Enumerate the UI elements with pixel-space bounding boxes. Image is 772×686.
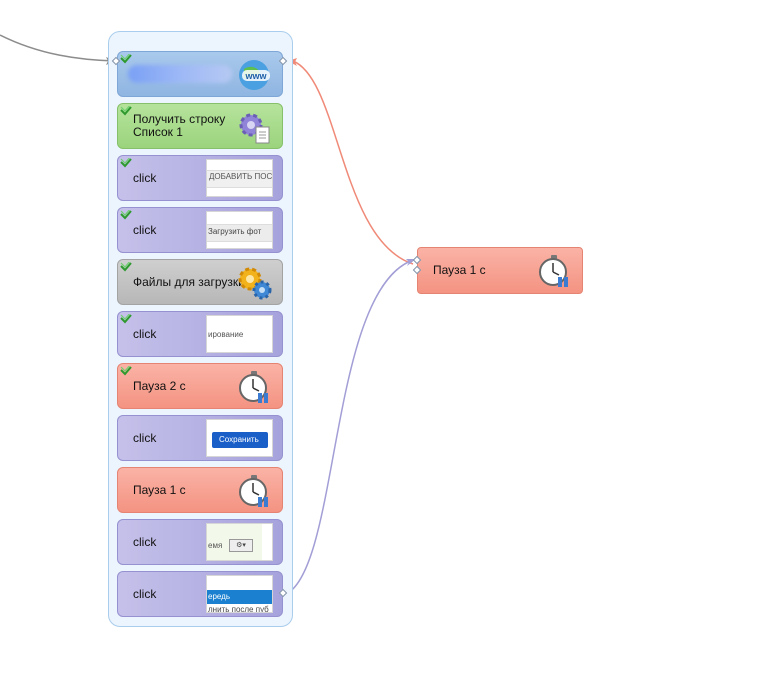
click-block-11[interactable]: click ередь лнить после пуб [117, 571, 283, 617]
gear-document-icon [239, 113, 270, 144]
element-screenshot-thumbnail: Загрузить фот [206, 211, 273, 249]
stopwatch-icon [239, 371, 268, 403]
thumb-top-text: ередь [208, 592, 231, 601]
element-screenshot-thumbnail: ирование [206, 315, 273, 353]
get-string-block-2[interactable]: Получить строку Список 1 [117, 103, 283, 149]
thumb-text: Сохранить [219, 435, 259, 444]
block-label: Получить строку Список 1 [133, 112, 226, 139]
check-icon [120, 262, 132, 272]
block-label: click [133, 326, 157, 341]
thumb-text: ДОБАВИТЬ ПОС [209, 172, 273, 181]
upload-files-block-5[interactable]: Файлы для загрузки [117, 259, 283, 305]
gears-icon [238, 267, 272, 300]
check-icon [120, 158, 132, 168]
block-label: click [133, 222, 157, 237]
element-screenshot-thumbnail: ДОБАВИТЬ ПОС [206, 159, 273, 197]
click-block-3[interactable]: click ДОБАВИТЬ ПОС [117, 155, 283, 201]
block-label: Пауза 1 с [133, 482, 186, 497]
block-label: click [133, 170, 157, 185]
block-label: click [133, 534, 157, 549]
check-icon [120, 314, 132, 324]
block-label: click [133, 430, 157, 445]
thumb-text: емя [208, 541, 223, 550]
block-label: click [133, 586, 157, 601]
svg-text:www: www [244, 71, 267, 81]
click-block-8[interactable]: click Сохранить [117, 415, 283, 461]
check-icon [120, 210, 132, 220]
stopwatch-icon [239, 475, 268, 507]
standalone-pause-label: Пауза 1 с [433, 263, 486, 277]
incoming-wire [0, 34, 116, 62]
thumb-text: ирование [208, 330, 244, 339]
block-label: Файлы для загрузки [133, 274, 245, 289]
wire-click-to-pause [287, 259, 414, 594]
redacted-url [128, 65, 232, 83]
pause-block-9[interactable]: Пауза 1 с [117, 467, 283, 513]
block-label: Пауза 2 с [133, 378, 186, 393]
settings-dropdown-icon: ⚙▾ [229, 539, 253, 552]
check-icon [120, 366, 132, 376]
www-globe-icon: www [239, 60, 270, 90]
standalone-pause-block[interactable]: Пауза 1 с [417, 247, 583, 294]
stopwatch-icon [539, 255, 568, 287]
pause-block-7[interactable]: Пауза 2 с [117, 363, 283, 409]
element-screenshot-thumbnail: Сохранить [206, 419, 273, 457]
click-block-4[interactable]: click Загрузить фот [117, 207, 283, 253]
element-screenshot-thumbnail: емя ⚙▾ [206, 523, 273, 561]
wire-url-to-pause [292, 60, 414, 265]
check-icon [120, 106, 132, 116]
thumb-text: Загрузить фот [208, 227, 262, 236]
open-url-block-1[interactable]: www [117, 51, 283, 97]
element-screenshot-thumbnail: ередь лнить после пуб [206, 575, 273, 613]
click-block-10[interactable]: click емя ⚙▾ [117, 519, 283, 565]
check-icon [120, 54, 132, 64]
thumb-text: лнить после пуб [208, 605, 269, 613]
click-block-6[interactable]: click ирование [117, 311, 283, 357]
